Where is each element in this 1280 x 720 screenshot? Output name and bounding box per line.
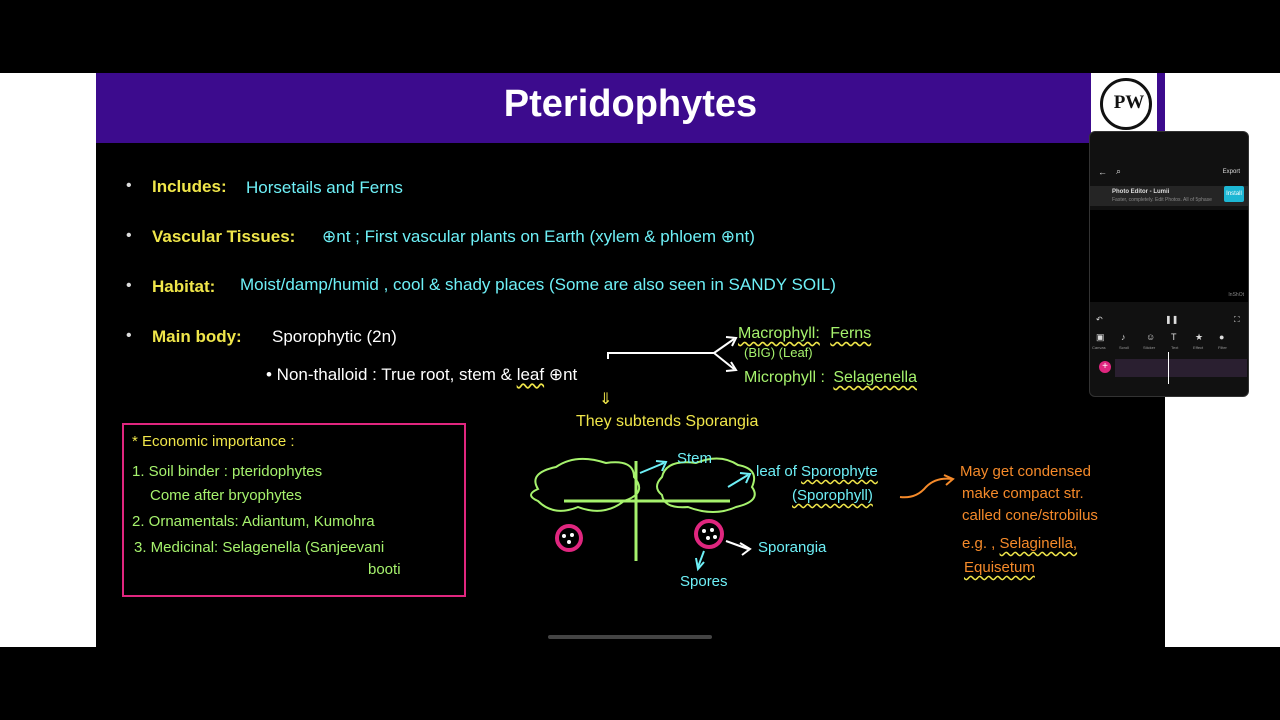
main-body-label: Main body: bbox=[152, 327, 242, 346]
economic-item-2: 2. Ornamentals: Adiantum, Kumohra bbox=[132, 513, 375, 530]
habitat-label: Habitat: bbox=[152, 277, 216, 296]
undo-icon[interactable]: ↶ bbox=[1096, 315, 1103, 324]
vascular-text: ⊕nt ; First vascular plants on Earth (xy… bbox=[322, 227, 755, 246]
non-thalloid-text: • Non-thalloid : True root, stem & leaf … bbox=[266, 365, 577, 385]
macrophyll-line: Macrophyll: Ferns bbox=[738, 325, 871, 343]
search-icon[interactable]: ⌕ bbox=[1116, 166, 1122, 176]
tool-label-filter: Filter bbox=[1218, 345, 1227, 350]
back-icon[interactable]: ← bbox=[1098, 167, 1107, 177]
eg-selaginella: Selaginella, bbox=[999, 535, 1078, 552]
notes-line-3: called cone/strobilus bbox=[962, 507, 1098, 524]
export-button[interactable]: Export bbox=[1222, 169, 1240, 175]
video-preview: InShOt bbox=[1090, 210, 1248, 302]
microphyll-line: Microphyll : Selagenella bbox=[744, 369, 917, 387]
down-arrow-icon: ⇓ bbox=[599, 391, 613, 408]
economic-item-1a: 1. Soil binder : pteridophytes bbox=[132, 463, 323, 480]
spores-label: Spores bbox=[680, 573, 728, 590]
includes-text: Horsetails and Ferns bbox=[246, 178, 403, 197]
pause-icon[interactable]: ❚❚ bbox=[1165, 315, 1179, 324]
leaf-of-text: leaf of bbox=[756, 463, 797, 480]
habitat-text: Moist/damp/humid , cool & shady places (… bbox=[240, 275, 836, 294]
bullet: • bbox=[126, 277, 132, 294]
economic-importance-box bbox=[122, 423, 466, 597]
filter-icon[interactable]: ● bbox=[1219, 332, 1225, 342]
slide-title: Pteridophytes bbox=[503, 83, 758, 125]
ad-subtitle: Faster, completely. Edit Photos. All of … bbox=[1112, 197, 1212, 203]
bullet: • bbox=[126, 327, 132, 344]
fern-diagram bbox=[530, 457, 756, 572]
subtends-text: They subtends Sporangia bbox=[576, 413, 759, 430]
ad-banner[interactable]: Photo Editor - Lumii Faster, completely.… bbox=[1090, 186, 1248, 206]
non-thalloid-prefix: • Non-thalloid : True root, stem & bbox=[266, 365, 512, 384]
tool-label-scroll: Scroll bbox=[1119, 345, 1130, 350]
bullet: • bbox=[126, 227, 132, 244]
timeline-track[interactable] bbox=[1115, 359, 1247, 377]
includes-label: Includes: bbox=[152, 177, 227, 196]
add-clip-button[interactable]: + bbox=[1099, 361, 1111, 373]
macrophyll-value: Ferns bbox=[830, 325, 872, 342]
effect-icon[interactable]: ★ bbox=[1195, 332, 1204, 342]
sporangia-label: Sporangia bbox=[758, 539, 827, 556]
canvas-icon[interactable]: ▣ bbox=[1096, 332, 1105, 342]
economic-item-3a: 3. Medicinal: Selagenella (Sanjeevani bbox=[134, 539, 385, 556]
microphyll-value: Selagenella bbox=[833, 369, 917, 386]
sticker-icon[interactable]: ☺ bbox=[1146, 332, 1156, 342]
logo-text: PW bbox=[1113, 92, 1145, 113]
slide: Pteridophytes PW • Includes: Horsetails … bbox=[96, 73, 1165, 647]
vascular-label: Vascular Tissues: bbox=[152, 227, 296, 246]
timeline-playhead[interactable] bbox=[1168, 352, 1169, 384]
sporophyte-text: Sporophyte bbox=[801, 463, 878, 480]
tool-label-effect: Effect bbox=[1193, 345, 1204, 350]
logo-circle: PW bbox=[1100, 78, 1152, 130]
branch-arrow-icon bbox=[607, 336, 738, 372]
microphyll-label: Microphyll : bbox=[744, 369, 825, 386]
watermark: InShOt bbox=[1228, 292, 1244, 298]
eg-prefix: e.g. , bbox=[962, 535, 996, 552]
notes-example: e.g. , Selaginella, bbox=[962, 535, 1077, 552]
fullscreen-icon[interactable]: ⛶ bbox=[1234, 315, 1240, 324]
main-body-text: Sporophytic (2n) bbox=[272, 327, 397, 346]
economic-item-1b: Come after bryophytes bbox=[150, 487, 302, 504]
music-icon[interactable]: ♪ bbox=[1121, 332, 1126, 342]
video-editor-overlay: ← ⌕ Export Photo Editor - Lumii Faster, … bbox=[1089, 131, 1249, 397]
tool-label-sticker: Sticker bbox=[1143, 345, 1156, 350]
macrophyll-sub: (BIG) (Leaf) bbox=[744, 345, 813, 360]
notes-line-1: May get condensed bbox=[960, 463, 1091, 480]
tool-label-text: Text bbox=[1171, 345, 1179, 350]
leaf-label: leaf of Sporophyte bbox=[756, 463, 878, 480]
ad-title: Photo Editor - Lumii bbox=[1112, 189, 1170, 195]
eg-equisetum: Equisetum bbox=[964, 559, 1035, 576]
bullet: • bbox=[126, 177, 132, 194]
notes-line-2: make compact str. bbox=[962, 485, 1084, 502]
pw-logo: PW bbox=[1091, 73, 1157, 137]
orange-arrow-icon bbox=[899, 474, 955, 499]
install-button[interactable]: Install bbox=[1224, 186, 1244, 202]
title-banner: Pteridophytes bbox=[96, 73, 1165, 143]
macrophyll-label: Macrophyll: bbox=[738, 325, 820, 342]
text-icon[interactable]: T bbox=[1171, 332, 1177, 342]
sporophyll-label: (Sporophyll) bbox=[792, 487, 873, 504]
left-margin bbox=[0, 73, 96, 647]
economic-title: * Economic importance : bbox=[132, 433, 295, 450]
non-thalloid-suffix: ⊕nt bbox=[548, 365, 578, 384]
stem-label: Stem bbox=[677, 450, 713, 467]
tool-label-canvas: Canvas bbox=[1092, 345, 1106, 350]
scroll-handle[interactable] bbox=[548, 635, 712, 639]
economic-item-3b: booti bbox=[368, 561, 401, 578]
leaf-word: leaf bbox=[516, 365, 545, 384]
